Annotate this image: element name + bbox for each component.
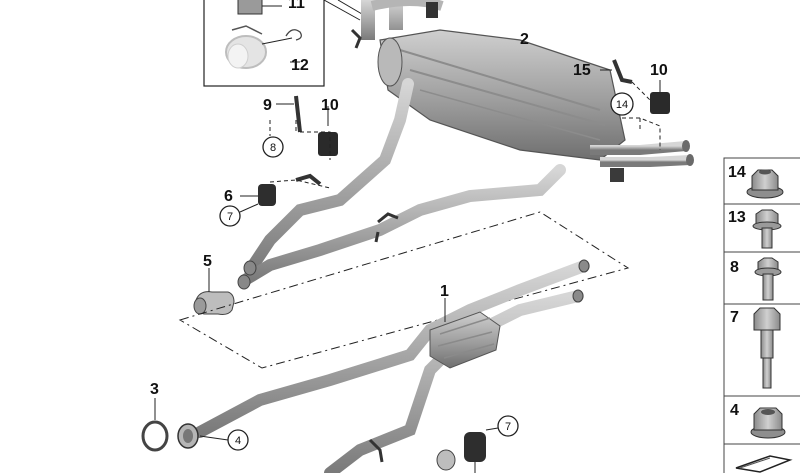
callout-1: 1	[440, 283, 449, 300]
circled-callout-14: 14	[610, 92, 634, 116]
rear-muffler-assembly	[350, 0, 694, 182]
svg-text:7: 7	[505, 421, 511, 433]
hex-bolt-icon	[752, 209, 782, 249]
left-hanger-group	[240, 95, 338, 206]
right-hanger-group	[600, 59, 670, 150]
svg-text:7: 7	[227, 211, 233, 223]
panel-label-14: 14	[728, 164, 746, 181]
panel-label-8: 8	[730, 259, 739, 276]
svg-text:14: 14	[616, 99, 628, 111]
panel-label-7: 7	[730, 309, 739, 326]
callout-10a: 10	[321, 97, 339, 114]
panel-label-13: 13	[728, 209, 746, 226]
fastener-side-panel: 14 13 8 7 4	[723, 157, 800, 473]
sensor-part-11-icon	[237, 0, 282, 15]
intermediate-pipe-assembly	[237, 78, 566, 290]
circled-callout-4: 4	[199, 429, 249, 451]
front-pipe-assembly	[177, 259, 590, 473]
detail-inset-box	[203, 0, 325, 87]
callout-10b: 10	[650, 62, 668, 79]
svg-text:4: 4	[235, 435, 241, 447]
circled-callout-7b: 7	[497, 415, 519, 437]
callout-9: 9	[263, 97, 272, 114]
svg-text:8: 8	[270, 142, 276, 154]
rubber-sleeve-7-icon	[464, 427, 499, 473]
circled-callout-7a: 7	[219, 203, 259, 227]
callout-5: 5	[203, 253, 212, 270]
clamp-ring-part-12-icon	[225, 25, 302, 69]
long-bolt-icon	[753, 307, 781, 389]
panel-label-4: 4	[730, 402, 739, 419]
callout-3: 3	[150, 381, 159, 398]
rubber-sleeve-6-icon	[258, 184, 276, 206]
gasket-ring-part-3-icon	[141, 398, 169, 452]
callout-11: 11	[288, 0, 305, 12]
circled-callout-8: 8	[262, 136, 284, 158]
front-pipe-boundary	[178, 211, 630, 369]
clamp-part-5-icon	[193, 268, 235, 315]
callout-labels: 11 12 2 15 10 9 10 6 5 1 3	[150, 0, 668, 398]
callout-15: 15	[573, 62, 591, 79]
hex-nut-icon	[750, 407, 786, 439]
callout-6: 6	[224, 188, 233, 205]
callout-2: 2	[520, 31, 529, 48]
flange-bolt-icon	[754, 257, 782, 301]
rubber-mount-10b-icon	[650, 92, 670, 114]
partial-clip-icon	[735, 455, 793, 473]
callout-12: 12	[291, 57, 309, 74]
rubber-mount-10-icon	[318, 132, 338, 156]
flange-nut-icon	[746, 169, 784, 199]
